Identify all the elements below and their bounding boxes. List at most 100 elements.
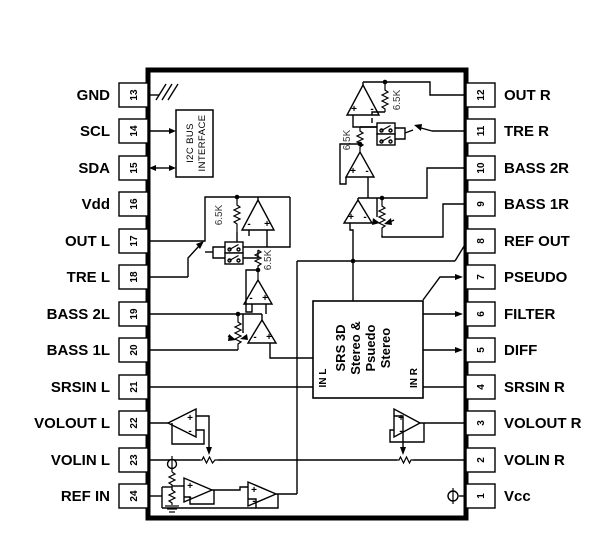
reference-input-circuit: + - + - <box>148 456 297 513</box>
pin-label-gnd: GND <box>77 87 111 104</box>
svg-text:-: - <box>363 212 366 223</box>
svg-text:-: - <box>399 426 402 437</box>
svg-text:+: + <box>350 166 356 177</box>
svg-text:-: - <box>365 166 368 177</box>
svg-text:24: 24 <box>129 490 140 502</box>
pin-label-voloutl: VOLOUT L <box>34 415 110 432</box>
svg-text:1: 1 <box>476 493 487 499</box>
ref-resistor-2-icon <box>167 489 177 505</box>
opamp-3l-icon: - + <box>246 318 278 344</box>
svg-text:+: + <box>187 481 193 492</box>
pseudo-arrow-icon <box>455 274 463 280</box>
opamp-refbuf2-icon: + - <box>247 480 278 508</box>
trer-wiper-arrow-icon <box>414 124 422 131</box>
pin-3-voloutr: 3 VOLOUT R <box>465 410 582 436</box>
left-tone-circuit: 6.5K - + <box>148 194 291 314</box>
sda-arrow-right-icon <box>169 165 176 171</box>
i2c-bus-interface-block: I2C BUS INTERFACE <box>148 109 214 178</box>
i2c-line1: I2C BUS <box>185 123 196 163</box>
svg-text:-: - <box>253 332 256 343</box>
svg-text:10: 10 <box>476 162 487 174</box>
pin-label-pseudo: PSEUDO <box>504 269 568 286</box>
svg-text:15: 15 <box>129 162 140 174</box>
pin-label-vcc: Vcc <box>504 488 531 505</box>
svg-text:+: + <box>266 332 272 343</box>
pot3l-wiper-left-icon <box>228 334 236 341</box>
svg-text:6: 6 <box>476 311 487 317</box>
right-volume-circuit: + - <box>389 407 466 465</box>
svg-text:19: 19 <box>129 308 140 320</box>
resistor-label-r1r: 6.5K <box>392 89 403 110</box>
pot3r-wiper-left-icon <box>372 218 380 225</box>
i2c-line2: INTERFACE <box>197 115 208 172</box>
svg-text:-: - <box>247 219 250 230</box>
pin-21-srsinl: 21 SRSIN L <box>51 374 149 400</box>
srs-in-r: IN R <box>409 367 420 388</box>
volinr-pot-icon <box>397 455 413 465</box>
svg-text:23: 23 <box>129 454 140 466</box>
pin-label-bass2r: BASS 2R <box>504 160 569 177</box>
svg-text:9: 9 <box>476 201 487 207</box>
right-bass-circuit: + - <box>342 167 466 301</box>
vcc-supply-icon <box>447 488 466 504</box>
svg-text:16: 16 <box>129 198 140 210</box>
pot3l-wiper-right-icon <box>240 334 248 340</box>
svg-text:17: 17 <box>129 235 140 247</box>
svg-text:5: 5 <box>476 347 487 353</box>
opamp-1r-icon: + - <box>345 83 381 116</box>
left-volume-circuit: + - <box>148 407 397 465</box>
pin-18-trel: 18 TRE L <box>67 264 149 290</box>
switch-box-r2-icon <box>376 133 396 146</box>
pin-label-refout: REF OUT <box>504 233 570 250</box>
pin-7-pseudo: 7 PSEUDO <box>465 264 568 290</box>
pin-6-filter: 6 FILTER <box>465 301 556 327</box>
pin-15-sda: 15 SDA <box>78 155 149 181</box>
svg-text:18: 18 <box>129 271 140 283</box>
right-tone-circuit: 6.5K + - 6.5K <box>339 79 466 198</box>
supply-tap-icon <box>166 456 178 472</box>
pin-label-scl: SCL <box>80 123 110 140</box>
switch-box-l2-icon <box>224 252 244 265</box>
svg-text:2: 2 <box>476 457 487 463</box>
resistor-label-r2l: 6.5K <box>263 249 274 270</box>
svg-text:3: 3 <box>476 420 487 426</box>
trel-wiper-arrow-icon <box>196 241 204 249</box>
pin-12-outr: 12 OUT R <box>465 82 551 108</box>
pin-20-bass1l: 20 BASS 1L <box>47 337 149 363</box>
pin-16-vdd: 16 Vdd <box>82 191 149 217</box>
svg-text:-: - <box>370 104 373 115</box>
ground-bar-icon <box>165 505 179 513</box>
pin-label-filter: FILTER <box>504 306 556 323</box>
switch-box-r1-icon <box>376 122 396 135</box>
ref-resistor-1-icon <box>167 471 177 487</box>
svg-text:+: + <box>348 212 354 223</box>
svg-text:11: 11 <box>476 125 487 136</box>
srs-line3: Psuedo <box>363 324 378 371</box>
pin-label-refin: REF IN <box>61 488 110 505</box>
pin-label-bass2l: BASS 2L <box>47 306 110 323</box>
pin-label-bass1r: BASS 1R <box>504 196 569 213</box>
resistor-label-r1l: 6.5K <box>214 204 225 225</box>
pin-label-trel: TRE L <box>67 269 110 286</box>
volr-wiper-arrow-icon <box>400 447 406 455</box>
svg-text:21: 21 <box>129 381 140 393</box>
pin-label-outl: OUT L <box>65 233 110 250</box>
pin-5-diff: 5 DIFF <box>465 337 537 363</box>
svg-text:7: 7 <box>476 274 487 280</box>
pin-4-srsinr: 4 SRSIN R <box>465 374 565 400</box>
pin-13-gnd: 13 GND <box>77 82 149 108</box>
left-pin-group: 13 GND 14 SCL 15 SDA 16 Vdd 17 OUT L <box>34 82 149 509</box>
pot-3l-icon <box>233 316 243 350</box>
srs-output-arrows <box>422 274 463 353</box>
reference-rail <box>296 242 467 494</box>
right-pin-group: 12 OUT R 11 TRE R 10 BASS 2R 9 BASS 1R 8… <box>465 82 582 509</box>
svg-text:+: + <box>264 219 270 230</box>
srs-3d-block: SRS 3D Stereo & Psuedo Stereo IN L IN R <box>312 300 424 399</box>
pin-10-bass2r: 10 BASS 2R <box>465 155 569 181</box>
diff-arrow-icon <box>455 347 463 353</box>
ground-slash-icon <box>148 83 179 101</box>
pin-1-vcc: 1 Vcc <box>465 483 531 509</box>
pin-label-srsinr: SRSIN R <box>504 379 565 396</box>
resistor-label-r2r: 6.5K <box>342 129 353 150</box>
